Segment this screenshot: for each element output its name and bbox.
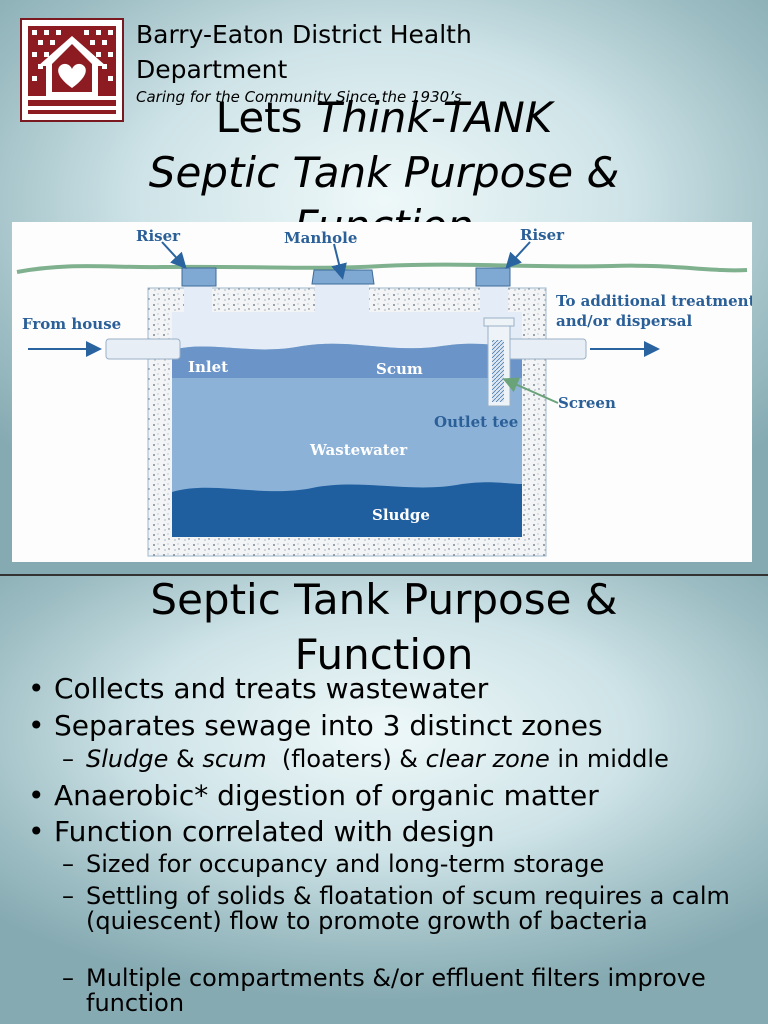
- label-inlet: Inlet: [188, 358, 228, 376]
- riser-right-lid: [475, 267, 511, 287]
- bullet-anaerobic: • Anaerobic* digestion of organic matter: [28, 780, 599, 812]
- bullet-dot: •: [28, 672, 45, 705]
- label-screen: Screen: [558, 394, 616, 412]
- dash: –: [62, 745, 74, 773]
- bullet-dot: •: [28, 709, 45, 742]
- bullet-dot: •: [28, 815, 45, 848]
- outlet-pipe: [507, 338, 587, 360]
- bullet-collects: • Collects and treats wastewater: [28, 673, 488, 705]
- slide-2-title-line-1: Septic Tank Purpose &: [150, 576, 618, 624]
- riser-left-lid: [181, 267, 217, 287]
- sub-bullet-zones: – Sludge & scum (floaters) & clear zone …: [62, 747, 742, 775]
- label-scum: Scum: [376, 360, 423, 378]
- label-manhole: Manhole: [284, 229, 357, 247]
- label-from-house: From house: [22, 315, 121, 333]
- slide-title-line-2: Septic Tank Purpose &: [148, 148, 620, 197]
- sub-bullet-settling: – Settling of solids & floatation of scu…: [62, 884, 752, 964]
- bullet-text: Function correlated with design: [54, 815, 495, 848]
- org-name-line-2: Department: [136, 55, 288, 84]
- septic-tank-diagram: Riser Manhole Riser From house To additi…: [12, 222, 756, 562]
- screen-mesh: [492, 340, 504, 402]
- bullet-function: • Function correlated with design: [28, 816, 495, 848]
- label-riser-left: Riser: [136, 227, 181, 245]
- manhole-lid: [311, 269, 375, 285]
- inlet-pipe: [105, 338, 181, 360]
- ground-line: [16, 262, 748, 274]
- text-scum: scum: [202, 745, 267, 773]
- slide-separator: [0, 574, 768, 576]
- sub-bullet-text: Sized for occupancy and long-term storag…: [86, 850, 605, 878]
- bullet-dot: •: [28, 779, 45, 812]
- scum-layer: [172, 343, 522, 378]
- bullet-text: Anaerobic* digestion of organic matter: [54, 779, 599, 812]
- slide-1: Barry-Eaton District Health Department C…: [0, 0, 768, 574]
- sludge-layer: [172, 482, 522, 537]
- sub-bullet-text: Settling of solids & floatation of scum …: [86, 882, 730, 935]
- text-amp-1: &: [168, 745, 203, 773]
- slide-2: Septic Tank Purpose & Function • Collects…: [0, 576, 768, 1024]
- bullet-text: Collects and treats wastewater: [54, 672, 489, 705]
- bullet-separates: • Separates sewage into 3 distinct zones: [28, 710, 603, 742]
- label-wastewater: Wastewater: [309, 441, 408, 459]
- text-in-middle: in middle: [549, 745, 669, 773]
- dash: –: [62, 882, 74, 910]
- dash: –: [62, 964, 74, 992]
- slide-title-line-1: Lets Think-TANK: [0, 92, 768, 144]
- text-sludge: Sludge: [86, 745, 169, 773]
- bullet-text: Separates sewage into 3 distinct zones: [54, 709, 603, 742]
- health-department-logo: [20, 18, 124, 122]
- text-floaters: (floaters) &: [266, 745, 426, 773]
- label-riser-right: Riser: [520, 226, 565, 244]
- sub-bullet-text: Multiple compartments &/or effluent filt…: [86, 964, 706, 1017]
- text-clear-zone: clear zone: [425, 745, 550, 773]
- title-lets: Lets: [215, 93, 316, 142]
- tagline: Caring for the Community Since the 1930’…: [136, 88, 462, 106]
- title-think-tank: Think-TANK: [315, 93, 553, 142]
- label-to-additional-1: To additional treatment: [556, 292, 752, 310]
- label-sludge: Sludge: [372, 506, 430, 524]
- label-outlet-tee: Outlet tee: [434, 413, 518, 431]
- sub-bullet-sized: – Sized for occupancy and long-term stor…: [62, 852, 752, 880]
- sub-bullet-compartments: – Multiple compartments &/or effluent fi…: [62, 966, 752, 1022]
- label-to-additional-2: and/or dispersal: [556, 312, 692, 330]
- dash: –: [62, 850, 74, 878]
- org-name-line-1: Barry-Eaton District Health: [136, 20, 472, 49]
- slide-2-title-line-2: Function: [294, 630, 474, 679]
